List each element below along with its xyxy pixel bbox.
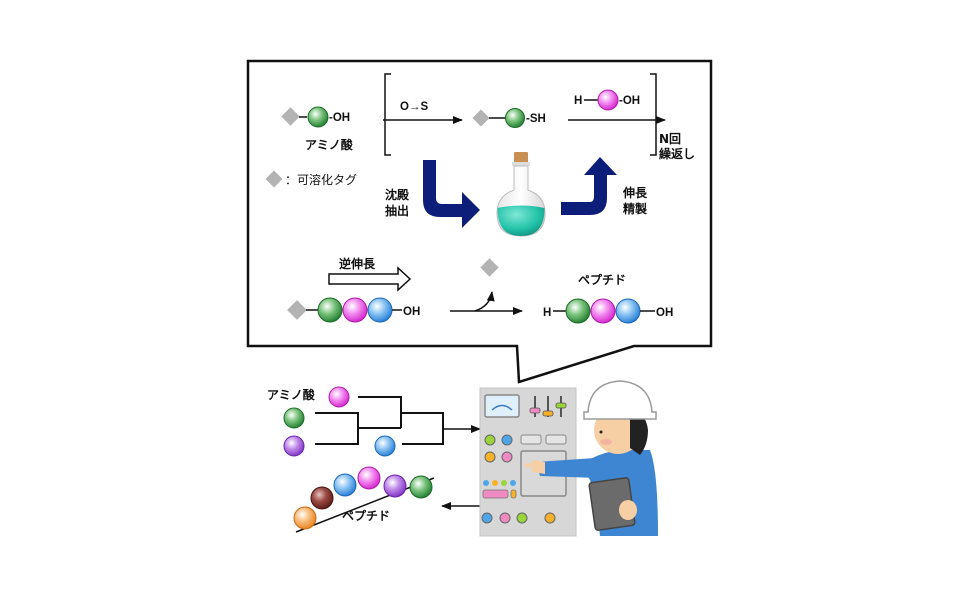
brown-residue xyxy=(310,486,334,510)
tagged-thio-amino-acid: -SH xyxy=(472,108,546,128)
solubility-tag-icon xyxy=(472,109,490,127)
precipitate-label-line2: 抽出 xyxy=(385,203,409,218)
magenta-residue xyxy=(342,297,368,323)
peptide-product: H OH xyxy=(543,298,673,324)
lower-amino-acid-label: アミノ酸 xyxy=(267,387,316,402)
tagged-amino-acid: -OH xyxy=(281,106,350,128)
tag-legend-label: ：可溶化タグ xyxy=(285,172,357,187)
blue-amino-acid xyxy=(374,435,396,457)
purple-residue xyxy=(383,474,407,498)
tagged-peptide-chain: OH xyxy=(287,297,420,323)
reverse-elongation-arrow xyxy=(328,266,412,292)
released-tag-icon xyxy=(480,258,499,277)
repeat-label-line1: N回 xyxy=(659,132,681,146)
precipitation-arrow xyxy=(423,160,480,228)
left-bracket xyxy=(384,73,391,156)
right-bracket xyxy=(650,73,657,156)
lower-peptide-label: ペプチド xyxy=(342,508,390,523)
elongation-label-line1: 伸長 xyxy=(622,185,648,200)
h-prefix: H xyxy=(543,307,551,319)
green-residue xyxy=(317,297,343,323)
magenta-residue xyxy=(357,466,381,490)
worker-illustration xyxy=(524,380,658,536)
green-amino-acid-ball xyxy=(505,108,525,128)
elongation-label-line2: 精製 xyxy=(623,201,648,216)
blue-residue xyxy=(367,297,393,323)
solubility-tag-icon xyxy=(281,107,300,126)
blue-residue xyxy=(333,473,357,497)
purple-amino-acid xyxy=(283,435,305,457)
amino-acid-label: アミノ酸 xyxy=(305,137,354,152)
oh-group: -OH xyxy=(329,112,350,124)
flask-icon xyxy=(496,152,546,237)
green-amino-acid-ball xyxy=(307,106,329,128)
green-residue xyxy=(409,475,433,499)
incoming-amino-acid: H -OH xyxy=(574,89,640,111)
lower-peptide-chain xyxy=(293,466,435,533)
magenta-amino-acid xyxy=(328,386,350,408)
peptide-oh: OH xyxy=(656,307,673,319)
reverse-elongation-label: 逆伸長 xyxy=(339,256,376,271)
sh-group: -SH xyxy=(526,113,546,125)
legend-tag-icon xyxy=(265,170,283,188)
o-to-s-label: O→S xyxy=(400,101,428,113)
green-amino-acid xyxy=(283,407,305,429)
h-prefix: H xyxy=(574,95,582,107)
tag-release-arrow xyxy=(474,291,495,312)
solubility-tag-icon xyxy=(287,300,307,320)
green-residue xyxy=(565,298,591,324)
peptide-product-label: ペプチド xyxy=(578,272,626,287)
orange-residue xyxy=(293,506,317,530)
chain-oh: OH xyxy=(403,306,420,318)
elongation-arrow xyxy=(561,157,617,215)
magenta-amino-acid-ball xyxy=(597,89,619,111)
blue-residue xyxy=(615,298,641,324)
repeat-label-line2: 繰返し xyxy=(659,146,695,161)
helmet-icon xyxy=(583,380,657,420)
oh-group: -OH xyxy=(619,95,640,107)
magenta-residue xyxy=(590,298,616,324)
precipitate-label-line1: 沈殿 xyxy=(385,187,410,202)
